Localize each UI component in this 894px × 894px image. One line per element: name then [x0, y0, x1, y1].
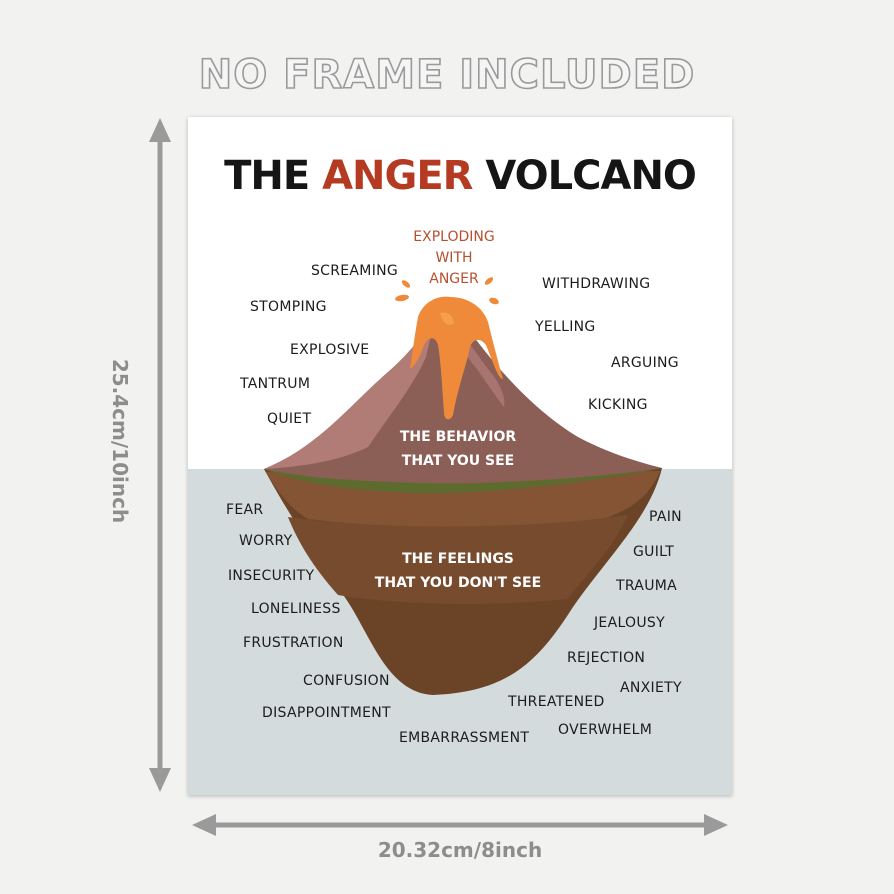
behavior-word: WITHDRAWING: [542, 276, 651, 292]
eruption-line1: EXPLODING: [413, 229, 495, 245]
lava-splash-left2-icon: [401, 280, 411, 288]
title-part2: VOLCANO: [472, 153, 697, 199]
feeling-word: INSECURITY: [228, 568, 315, 584]
behavior-word: YELLING: [535, 319, 596, 335]
arrow-down-icon: [149, 768, 171, 792]
feeling-word: THREATENED: [508, 694, 605, 710]
mountain-light-side: [264, 327, 433, 469]
feeling-word: GUILT: [633, 544, 675, 560]
feelings-caption: THE FEELINGS THAT YOU DON'T SEE: [368, 547, 548, 595]
eruption-line2: WITH: [435, 250, 473, 266]
behavior-word: SCREAMING: [311, 263, 399, 279]
arrow-up-icon: [149, 118, 171, 142]
behavior-caption-line2: THAT YOU SEE: [401, 453, 515, 469]
volcano-illustration: [264, 277, 662, 695]
behavior-word: ARGUING: [611, 355, 679, 371]
feeling-word: FRUSTRATION: [243, 635, 344, 651]
lava-flow: [410, 296, 503, 420]
eruption-label: EXPLODING WITH ANGER: [394, 227, 514, 290]
feelings-caption-line1: THE FEELINGS: [402, 551, 514, 567]
eruption-line3: ANGER: [429, 271, 479, 287]
underground-layer-mid: [288, 515, 628, 604]
feeling-word: DISAPPOINTMENT: [262, 705, 391, 721]
feeling-word: JEALOUSY: [594, 615, 665, 631]
feeling-word: ANXIETY: [620, 680, 682, 696]
feeling-word: CONFUSION: [303, 673, 390, 689]
behavior-word: EXPLOSIVE: [290, 342, 370, 358]
poster-title: THE ANGER VOLCANO: [188, 153, 732, 199]
behavior-caption: THE BEHAVIOR THAT YOU SEE: [388, 425, 528, 473]
width-dimension-label: 20.32cm/8inch: [377, 838, 543, 862]
title-highlight: ANGER: [322, 153, 473, 199]
feeling-word: OVERWHELM: [558, 722, 653, 738]
feelings-caption-line2: THAT YOU DON'T SEE: [374, 575, 542, 591]
feeling-word: TRAUMA: [616, 578, 677, 594]
feeling-word: FEAR: [226, 502, 264, 518]
no-frame-banner: NO FRAME INCLUDED: [198, 51, 696, 99]
behavior-word: STOMPING: [250, 299, 327, 315]
lava-splash-right2-icon: [489, 297, 499, 305]
grass-strip: [264, 468, 662, 494]
poster: THE ANGER VOLCANO EXPLODING WITH ANGER T…: [188, 117, 732, 795]
lava-splash-right-icon: [484, 277, 494, 285]
lava-splash-left-icon: [395, 294, 409, 302]
feeling-word: WORRY: [239, 533, 293, 549]
arrow-right-icon: [704, 814, 728, 836]
behavior-word: TANTRUM: [240, 376, 311, 392]
feeling-word: REJECTION: [567, 650, 646, 666]
behavior-caption-line1: THE BEHAVIOR: [399, 429, 517, 445]
feeling-word: PAIN: [649, 509, 682, 525]
arrow-left-icon: [192, 814, 216, 836]
feeling-word: LONELINESS: [251, 601, 341, 617]
height-dimension-label: 25.4cm/10inch: [108, 358, 132, 524]
behavior-word: KICKING: [588, 397, 648, 413]
feeling-word: EMBARRASSMENT: [399, 730, 530, 746]
behavior-word: QUIET: [267, 411, 312, 427]
lava-drip-small: [440, 312, 454, 325]
title-part1: THE: [224, 153, 323, 199]
